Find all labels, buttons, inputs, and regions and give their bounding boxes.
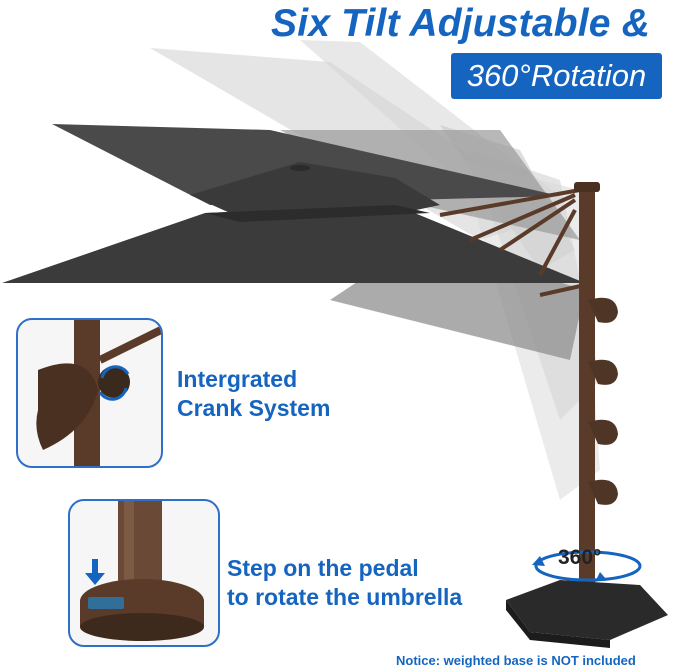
crank-callout: Intergrated Crank System bbox=[177, 365, 330, 423]
pedal-callout: Step on the pedal to rotate the umbrella bbox=[227, 554, 462, 612]
canopy-main bbox=[2, 205, 585, 283]
press-down-arrow-icon bbox=[85, 559, 105, 585]
pedal-callout-line1: Step on the pedal bbox=[227, 555, 419, 581]
crank-callout-line2: Crank System bbox=[177, 395, 331, 421]
rotate-arrows-icon bbox=[98, 365, 130, 401]
crank-detail-inset bbox=[16, 318, 163, 468]
pedal-detail-image bbox=[80, 501, 204, 641]
crank-detail-image bbox=[36, 320, 161, 466]
rotation-arrow-icon bbox=[534, 550, 642, 582]
pedal-detail-inset bbox=[68, 499, 220, 647]
weighted-base bbox=[506, 580, 668, 648]
crank-handles bbox=[588, 297, 618, 505]
ribs bbox=[439, 188, 586, 297]
rotation-badge: 360°Rotation bbox=[451, 53, 662, 99]
pedal-callout-line2: to rotate the umbrella bbox=[227, 584, 463, 610]
pole bbox=[579, 188, 595, 608]
headline-title: Six Tilt Adjustable & bbox=[271, 2, 651, 45]
crank-callout-line1: Intergrated bbox=[177, 366, 298, 392]
base-notice: Notice: weighted base is NOT included bbox=[396, 653, 636, 668]
rotation-label: 360° bbox=[558, 546, 602, 569]
